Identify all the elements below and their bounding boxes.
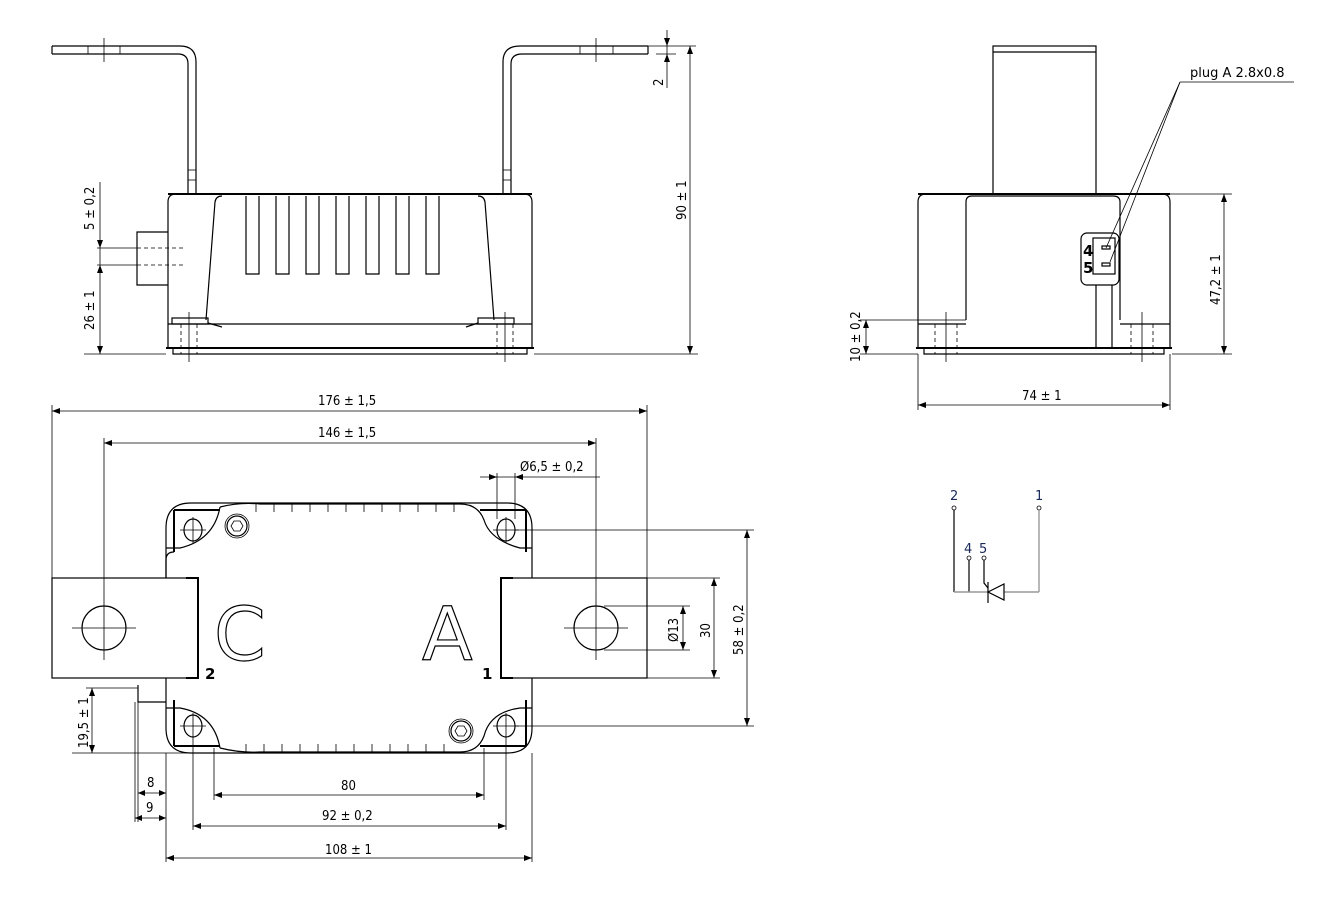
dim-aux-8: 8 [147,776,154,791]
dim-aux-offset: 19,5 ± 1 [77,697,92,748]
plug-pin-5: 5 [1083,259,1093,277]
dim-aux-pin-spacing: 5 ± 0,2 [83,187,98,230]
dim-height-total: 90 ± 1 [675,180,690,220]
dim-side-height: 47,2 ± 1 [1209,254,1224,305]
screw-heads [224,513,474,744]
dim-mount-hole-pitch-y: 58 ± 0,2 [732,604,747,655]
cooling-fins [245,196,440,275]
schematic-pin-4: 4 [964,542,972,557]
dim-terminal-thickness: 2 [652,79,667,86]
plug-note: plug A 2.8x0.8 [1190,66,1285,81]
front-view: 5 ± 0,2 26 ± 1 2 90 ± 1 [51,30,698,362]
dim-mount-hole-pitch-x: 92 ± 0,2 [322,809,373,824]
dim-body-length: 108 ± 1 [325,843,372,858]
dim-base-height: 10 ± 0,2 [849,311,864,362]
dim-terminal-hole-pitch: 146 ± 1,5 [318,426,376,441]
schematic-pin-2: 2 [950,489,958,504]
pin-label-1: 1 [482,665,492,683]
schematic-pin-1: 1 [1035,489,1043,504]
anode-label: A [422,592,473,678]
lid-ticks [245,504,455,752]
dim-overall-length: 176 ± 1,5 [318,394,376,409]
dim-terminal-width: 30 [699,623,714,638]
dim-aux-9: 9 [146,801,153,816]
cathode-label: C [214,592,266,678]
pin-label-2: 2 [205,665,215,683]
dim-side-width: 74 ± 1 [1022,389,1062,404]
circuit-schematic: 2 1 4 5 [950,489,1043,603]
dim-mount-hole-dia: Ø6,5 ± 0,2 [520,460,584,475]
side-view: 4 5 plug A 2.8x0.8 47,2 ± 1 10 ± 0,2 74 … [849,45,1294,410]
dim-terminal-hole-dia: Ø13 [667,618,682,642]
dim-inner-80: 80 [341,779,356,794]
top-view: C A 2 1 176 ± 1,5 146 ± 1,5 Ø6,5 ± 0,2 Ø… [51,394,754,862]
plug-pin-4: 4 [1083,242,1093,260]
dim-aux-pin-height: 26 ± 1 [83,290,98,330]
schematic-pin-5: 5 [979,542,987,557]
